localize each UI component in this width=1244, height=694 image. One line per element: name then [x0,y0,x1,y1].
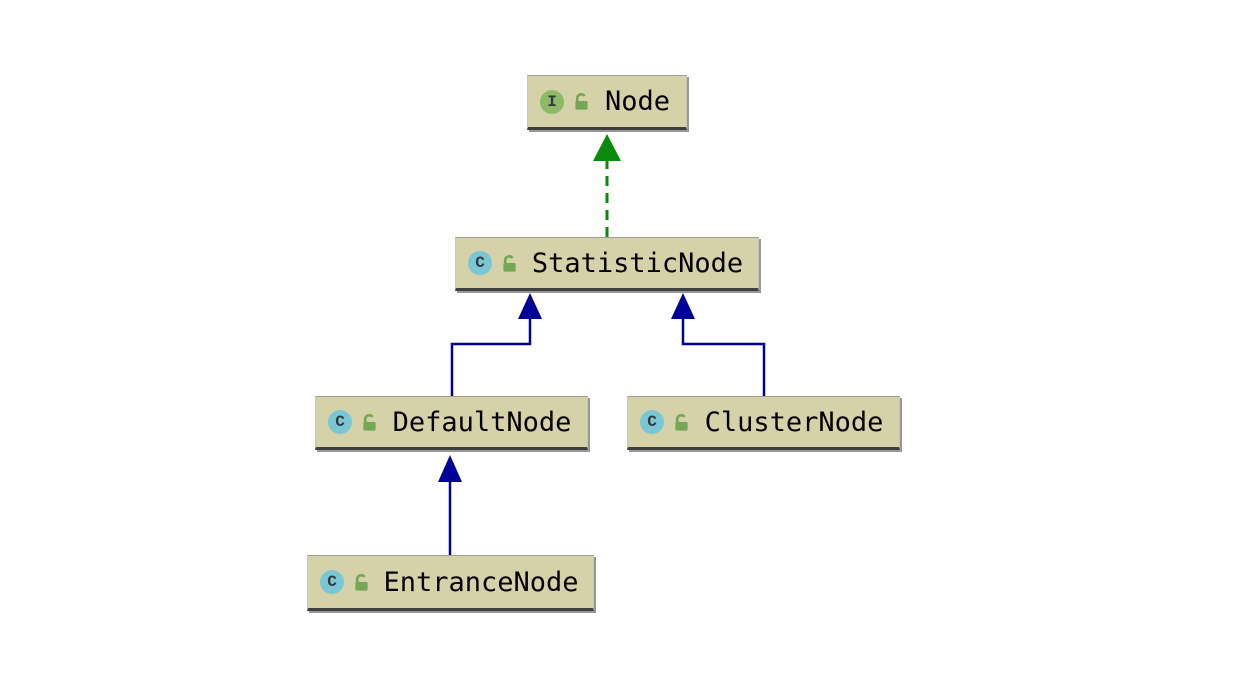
class-icon: C [328,410,352,434]
diagram-node-entrancenode[interactable]: C EntranceNode [307,555,594,611]
class-name-label: StatisticNode [531,247,744,279]
class-name-label: EntranceNode [383,566,579,598]
class-name-label: Node [604,86,671,117]
unlocked-padlock-icon [363,413,376,431]
unlocked-padlock-icon [355,573,368,591]
class-icon: C [640,410,664,434]
unlocked-padlock-icon [575,93,588,110]
class-icon: C [320,570,344,594]
diagram-node-statisticnode[interactable]: C StatisticNode [455,237,759,291]
diagram-node-node[interactable]: I Node [527,75,687,130]
diagram-node-defaultnode[interactable]: C DefaultNode [315,396,588,450]
diagram-node-clusternode[interactable]: C ClusterNode [627,396,900,450]
edge-extends-clusternode-statisticnode[interactable] [671,293,766,396]
edge-implements-statisticnode-node[interactable] [593,134,621,237]
class-name-label: ClusterNode [704,406,884,438]
unlocked-padlock-icon [675,413,688,431]
unlocked-padlock-icon [503,254,516,272]
class-icon: C [468,251,492,275]
class-name-label: DefaultNode [392,406,572,438]
edge-extends-entrancenode-defaultnode[interactable] [438,455,462,555]
interface-icon: I [540,89,564,114]
edge-extends-defaultnode-statisticnode[interactable] [450,293,542,396]
